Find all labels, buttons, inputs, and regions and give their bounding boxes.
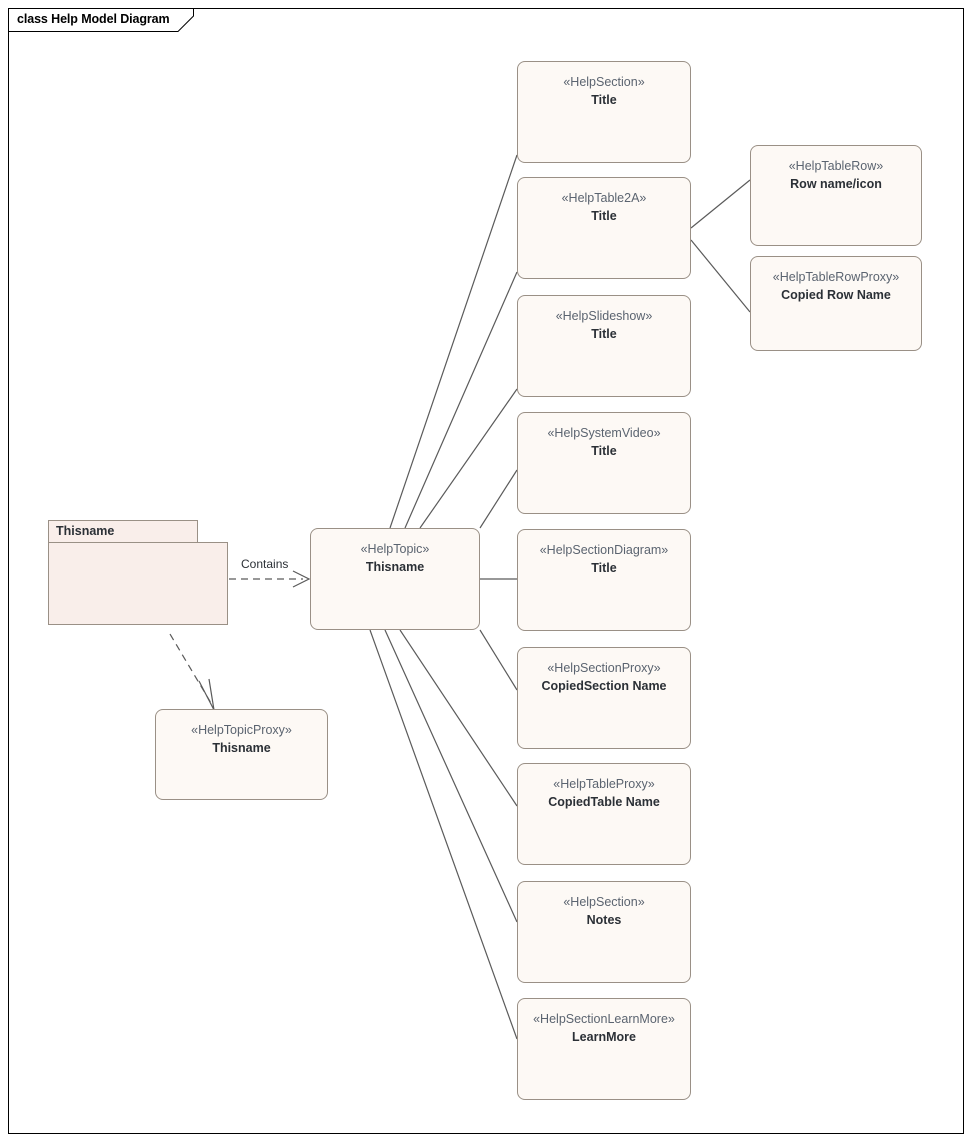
node-helptableproxy[interactable]: «HelpTableProxy» CopiedTable Name bbox=[517, 763, 691, 865]
node-helpsectionlearnmore[interactable]: «HelpSectionLearnMore» LearnMore bbox=[517, 998, 691, 1100]
diagram-title: class Help Model Diagram bbox=[17, 12, 170, 26]
node-name: Title bbox=[591, 560, 617, 575]
node-helpsectiondiagram[interactable]: «HelpSectionDiagram» Title bbox=[517, 529, 691, 631]
node-name: Copied Row Name bbox=[781, 287, 891, 302]
node-stereotype: «HelpTable2A» bbox=[561, 191, 647, 205]
node-name: Thisname bbox=[212, 740, 271, 755]
node-helptablerowproxy[interactable]: «HelpTableRowProxy» Copied Row Name bbox=[750, 256, 922, 351]
node-name: LearnMore bbox=[572, 1029, 636, 1044]
node-stereotype: «HelpTopic» bbox=[360, 542, 430, 556]
node-stereotype: «HelpSystemVideo» bbox=[547, 426, 661, 440]
node-stereotype: «HelpTableRow» bbox=[788, 159, 884, 173]
node-helpsection-title[interactable]: «HelpSection» Title bbox=[517, 61, 691, 163]
package-body bbox=[48, 542, 228, 625]
node-helpslideshow[interactable]: «HelpSlideshow» Title bbox=[517, 295, 691, 397]
node-name: Title bbox=[591, 92, 617, 107]
node-name: CopiedTable Name bbox=[548, 794, 660, 809]
node-stereotype: «HelpTableProxy» bbox=[553, 777, 655, 791]
node-name: Title bbox=[591, 326, 617, 341]
node-name: Title bbox=[591, 208, 617, 223]
node-stereotype: «HelpSectionDiagram» bbox=[539, 543, 669, 557]
node-name: Row name/icon bbox=[790, 176, 882, 191]
node-stereotype: «HelpSectionProxy» bbox=[547, 661, 661, 675]
node-name: CopiedSection Name bbox=[541, 678, 667, 693]
node-stereotype: «HelpSection» bbox=[563, 75, 645, 89]
connector-label-contains: Contains bbox=[240, 557, 290, 571]
node-helptablerow[interactable]: «HelpTableRow» Row name/icon bbox=[750, 145, 922, 246]
node-helptopic[interactable]: «HelpTopic» Thisname bbox=[310, 528, 480, 630]
node-name: Thisname bbox=[365, 559, 425, 574]
node-stereotype: «HelpTableRowProxy» bbox=[772, 270, 900, 284]
node-stereotype: «HelpSlideshow» bbox=[555, 309, 653, 323]
node-name: Title bbox=[591, 443, 617, 458]
node-stereotype: «HelpTopicProxy» bbox=[191, 723, 292, 737]
title-tab-shape bbox=[8, 8, 194, 32]
node-helpsection-notes[interactable]: «HelpSection» Notes bbox=[517, 881, 691, 983]
node-stereotype: «HelpSection» bbox=[563, 895, 645, 909]
package-name: Thisname bbox=[56, 524, 115, 538]
node-stereotype: «HelpSectionLearnMore» bbox=[533, 1012, 675, 1026]
node-helpsystemvideo[interactable]: «HelpSystemVideo» Title bbox=[517, 412, 691, 514]
node-helpsectionproxy[interactable]: «HelpSectionProxy» CopiedSection Name bbox=[517, 647, 691, 749]
node-helptopicproxy[interactable]: «HelpTopicProxy» Thisname bbox=[155, 709, 328, 800]
package-tab bbox=[48, 520, 198, 543]
node-helptable2a[interactable]: «HelpTable2A» Title bbox=[517, 177, 691, 279]
node-name: Notes bbox=[586, 912, 622, 927]
